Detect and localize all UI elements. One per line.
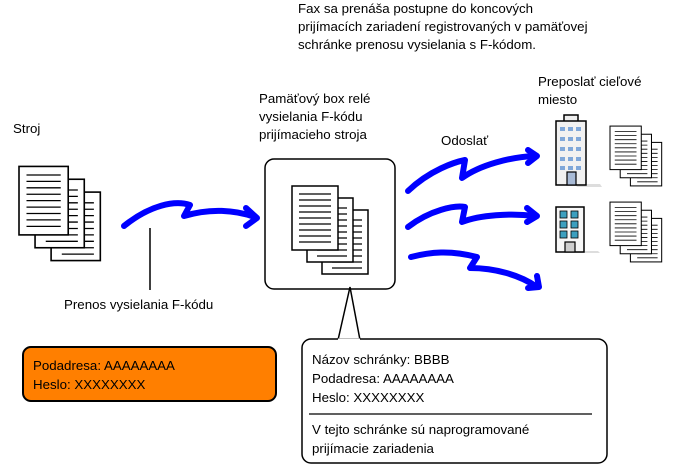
memory-box-callout — [301, 338, 608, 464]
transmission-arrow-icon — [121, 200, 258, 229]
callout-password: Heslo: XXXXXXXX — [312, 390, 425, 405]
outgoing-arrowhead-2 — [524, 205, 540, 225]
callout-box-name: Názov schránky: BBBB — [312, 352, 450, 367]
destination-document-stack-icon-2 — [609, 201, 663, 263]
callout-pointer — [337, 286, 361, 341]
sender-password: Heslo: XXXXXXXX — [33, 377, 146, 392]
callout-credentials: Názov schránky: BBBB Podadresa: AAAAAAAA… — [312, 350, 602, 407]
outgoing-arrow-3 — [408, 249, 540, 290]
forward-destination-line-2: miesto — [538, 92, 578, 107]
forward-destination-line-1: Preposlať cieľové — [538, 74, 642, 89]
send-label: Odoslať — [441, 133, 489, 148]
relay-box-label-line-2: vysielania F-kódu — [259, 109, 363, 124]
office-building-icon-1 — [555, 114, 602, 187]
outgoing-arrowhead-1 — [525, 147, 540, 166]
office-building-icon-2 — [555, 206, 600, 253]
callout-note-line-2: prijímacie zariadenia — [312, 441, 434, 456]
sender-credentials-box: Podadresa: AAAAAAAA Heslo: XXXXXXXX — [22, 346, 277, 402]
header-text: Fax sa prenáša postupne do koncových pri… — [298, 0, 588, 54]
header-line-2: prijímacích zariadení registrovaných v p… — [298, 19, 588, 34]
callout-note-line-1: V tejto schránke sú naprogramované — [312, 422, 530, 437]
outgoing-arrow-1 — [405, 153, 538, 194]
callout-sub-address: Podadresa: AAAAAAAA — [312, 371, 454, 386]
machine-document-stack-icon — [18, 165, 102, 262]
outgoing-arrowhead-3 — [525, 273, 542, 291]
outgoing-arrow-2 — [405, 203, 538, 230]
destination-document-stack-icon-1 — [609, 125, 663, 187]
header-line-1: Fax sa prenáša postupne do koncových — [298, 1, 534, 16]
outgoing-arrows — [405, 147, 542, 291]
forward-destination-label: Preposlať cieľové miesto — [538, 73, 641, 109]
transmission-arrowhead-icon — [243, 205, 260, 229]
sender-sub-address: Podadresa: AAAAAAAA — [33, 358, 175, 373]
relay-box-label-line-3: prijímacieho stroja — [259, 127, 367, 142]
machine-label: Stroj — [13, 121, 41, 136]
callout-note: V tejto schránke sú naprogramované prijí… — [312, 420, 602, 458]
header-line-3: schránke prenosu vysielania s F-kódom. — [298, 37, 536, 52]
transmission-label: Prenos vysielania F-kódu — [64, 297, 214, 312]
relay-box-label: Pamäťový box relé vysielania F-kódu prij… — [259, 90, 370, 144]
relay-box-label-line-1: Pamäťový box relé — [259, 91, 371, 106]
